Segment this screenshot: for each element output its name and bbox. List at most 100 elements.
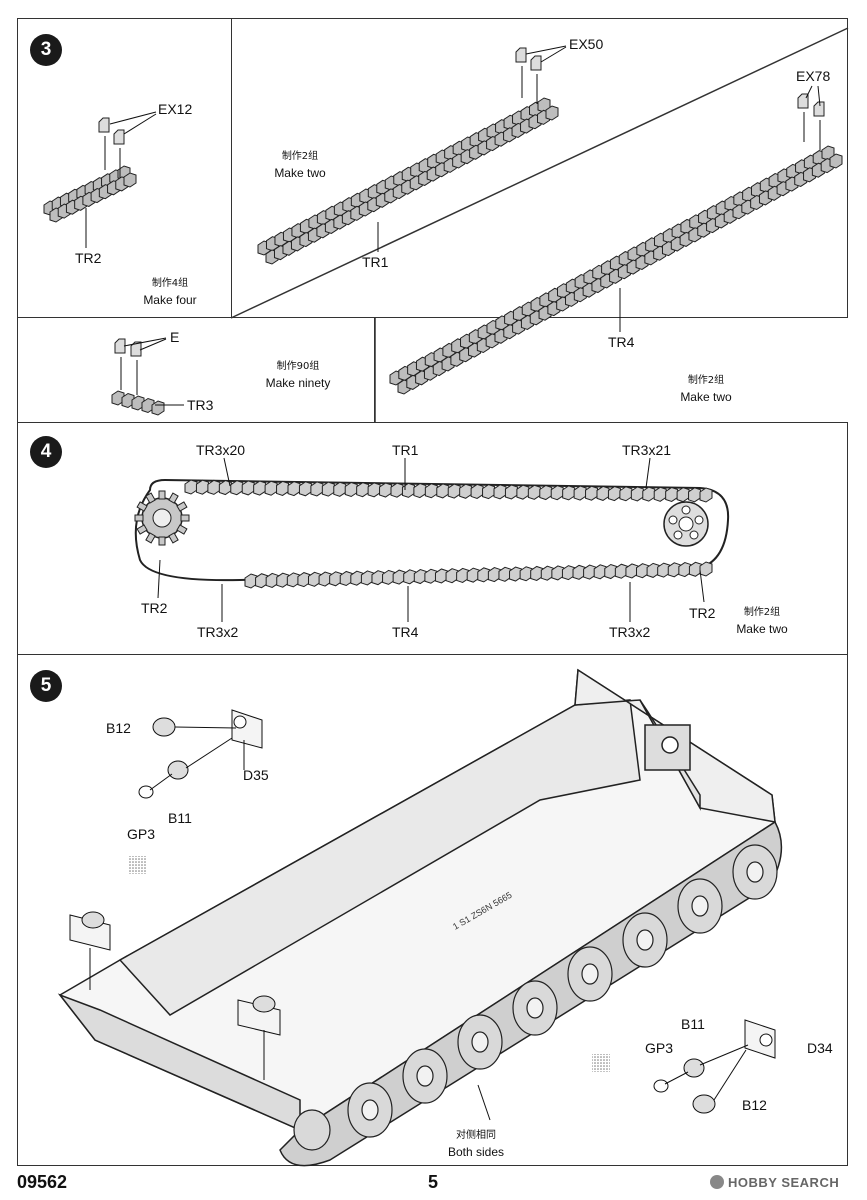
note-make-four: 制作4组 Make four bbox=[130, 275, 210, 309]
track-pins bbox=[98, 47, 825, 357]
track-link bbox=[642, 486, 656, 502]
sprocket-tooth bbox=[176, 501, 188, 512]
track-link bbox=[207, 479, 221, 495]
note-cn: 制作2组 bbox=[281, 151, 319, 162]
label-tr3x2-right: TR3x2 bbox=[609, 624, 651, 640]
watermark-logo-icon bbox=[710, 1175, 724, 1189]
label-tr3x20: TR3x20 bbox=[196, 442, 246, 458]
step-number-4: 4 bbox=[30, 436, 62, 468]
part-label-ex12: EX12 bbox=[158, 101, 193, 117]
note-step4-make-two: 制作2组 Make two bbox=[724, 604, 800, 638]
note-tr1-make-two: 制作2组 Make two bbox=[260, 148, 340, 182]
sprocket-tooth bbox=[145, 532, 156, 544]
note-en: Make two bbox=[274, 166, 326, 180]
part-label-ex50: EX50 bbox=[569, 36, 604, 52]
track-link bbox=[539, 484, 553, 501]
step5-parts bbox=[69, 709, 776, 1121]
part-label-tr4-step3: TR4 bbox=[608, 334, 635, 350]
note-cn: 制作2组 bbox=[743, 607, 781, 618]
stipple-marks bbox=[128, 856, 610, 1072]
sprocket-wheel bbox=[134, 490, 190, 546]
label-b11-bottom: B11 bbox=[681, 1016, 705, 1032]
watermark-text: HOBBY SEARCH bbox=[728, 1175, 840, 1190]
note-cn: 制作2组 bbox=[687, 375, 725, 386]
track-link bbox=[123, 172, 137, 188]
track-link bbox=[379, 482, 393, 498]
track-link bbox=[504, 484, 518, 500]
label-gp3-top: GP3 bbox=[127, 826, 156, 842]
track-link bbox=[585, 485, 599, 501]
step-number-3: 3 bbox=[30, 34, 62, 66]
track-link bbox=[436, 483, 450, 499]
label-tr3x2-left: TR3x2 bbox=[197, 624, 239, 640]
step-number-5: 5 bbox=[30, 670, 62, 702]
sprocket-tooth bbox=[168, 492, 179, 504]
label-gp3-bottom: GP3 bbox=[645, 1040, 674, 1056]
step5-panel bbox=[17, 654, 848, 1166]
hull-assembly bbox=[57, 668, 783, 1167]
track-link bbox=[459, 483, 473, 499]
step4-leader-lines bbox=[157, 457, 705, 622]
track-link bbox=[545, 105, 559, 121]
part-label-tr3: TR3 bbox=[187, 397, 214, 413]
track-link bbox=[195, 479, 209, 495]
road-wheel-hub bbox=[526, 997, 544, 1019]
track-link bbox=[676, 487, 690, 503]
note-en: Make two bbox=[736, 622, 788, 636]
track-link bbox=[470, 483, 484, 499]
label-tr2-left: TR2 bbox=[141, 600, 168, 616]
product-code: 09562 bbox=[17, 1172, 68, 1192]
label-tr2-right: TR2 bbox=[689, 605, 716, 621]
road-wheel-hub bbox=[361, 1099, 379, 1121]
sprocket-tooth bbox=[168, 532, 179, 544]
note-tr4-make-two: 制作2组 Make two bbox=[666, 372, 746, 406]
road-wheel-hub bbox=[636, 929, 654, 951]
track-loop bbox=[134, 478, 730, 589]
track-link bbox=[699, 487, 713, 503]
track-link bbox=[310, 481, 324, 497]
note-en: Make ninety bbox=[265, 376, 331, 390]
track-link bbox=[344, 481, 358, 498]
sprocket-tooth bbox=[176, 524, 188, 535]
track-link bbox=[619, 486, 633, 502]
track-link bbox=[413, 483, 427, 499]
sprocket-tooth bbox=[158, 536, 166, 546]
track-link bbox=[688, 487, 702, 503]
track-link bbox=[596, 485, 610, 501]
sprocket-tooth bbox=[158, 490, 166, 500]
note-cn: 制作4组 bbox=[151, 278, 189, 289]
track-link bbox=[298, 481, 312, 497]
label-tr3x21: TR3x21 bbox=[622, 442, 672, 458]
track-link bbox=[493, 484, 507, 500]
track-link bbox=[550, 485, 564, 501]
track-link bbox=[424, 483, 438, 499]
road-wheel-hub bbox=[691, 895, 709, 917]
track-link bbox=[401, 482, 415, 498]
road-wheel-hub bbox=[746, 861, 764, 883]
track-link bbox=[184, 479, 198, 495]
note-cn: 对侧相同 bbox=[456, 1130, 496, 1141]
road-wheel-hub bbox=[416, 1065, 434, 1087]
label-b12-top: B12 bbox=[106, 720, 131, 736]
track-link bbox=[653, 486, 667, 502]
label-tr1: TR1 bbox=[392, 442, 419, 458]
track-link bbox=[230, 480, 244, 496]
track-link bbox=[390, 482, 404, 498]
sprocket-tooth bbox=[145, 492, 156, 504]
track-link bbox=[321, 481, 335, 497]
part-label-tr2: TR2 bbox=[75, 250, 102, 266]
track-link bbox=[447, 483, 461, 499]
sprocket-tooth bbox=[136, 524, 148, 535]
track-link bbox=[241, 480, 255, 496]
note-both-sides: 对侧相同 Both sides bbox=[438, 1127, 514, 1161]
track-link bbox=[253, 480, 267, 496]
track-link bbox=[607, 486, 621, 502]
note-cn: 制作90组 bbox=[276, 361, 320, 372]
road-wheel-hub bbox=[581, 963, 599, 985]
sprocket-tooth bbox=[180, 514, 190, 522]
part-label-e: E bbox=[170, 329, 180, 345]
note-make-ninety: 制作90组 Make ninety bbox=[258, 358, 338, 392]
part-label-ex78: EX78 bbox=[796, 68, 831, 84]
sprocket-tooth bbox=[136, 501, 148, 512]
